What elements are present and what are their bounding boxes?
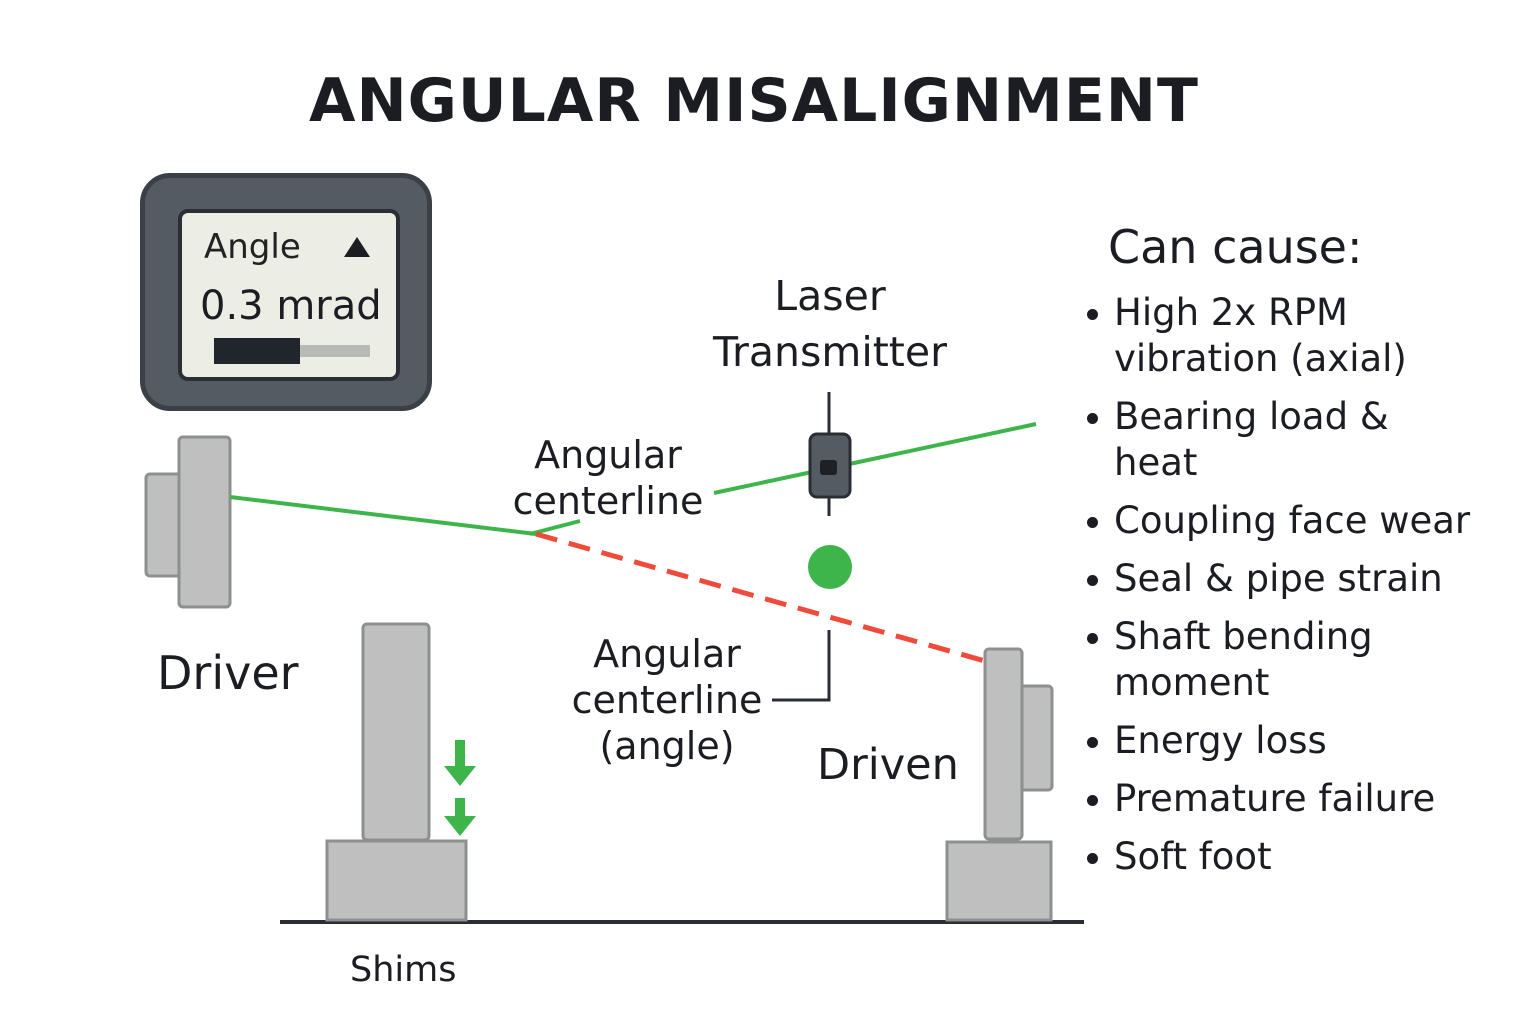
label-line: centerline xyxy=(571,678,763,722)
angle-leader-line xyxy=(772,630,831,702)
cause-text: High 2x RPM xyxy=(1114,291,1348,334)
label-line: Laser xyxy=(774,272,886,320)
cause-item: Coupling face wear xyxy=(1085,498,1470,544)
driven-label: Driven xyxy=(817,740,959,790)
cause-item: Bearing load &heat xyxy=(1085,394,1470,486)
shim-support xyxy=(325,622,468,922)
label-line: (angle) xyxy=(599,724,735,768)
cause-text: Seal & pipe strain xyxy=(1114,557,1443,600)
cause-text: Premature failure xyxy=(1114,777,1436,820)
laser-beam-right xyxy=(713,422,1037,495)
driver-label: Driver xyxy=(157,646,299,700)
display-screen: Angle 0.3 mrad xyxy=(178,209,400,381)
display-label: Angle xyxy=(204,227,301,267)
cause-item: Premature failure xyxy=(1085,776,1470,822)
misalignment-dashed-line xyxy=(535,531,986,664)
alignment-display-unit: Angle 0.3 mrad xyxy=(140,173,432,411)
page-title: ANGULAR MISALIGNMENT xyxy=(309,66,1199,136)
driver-coupling-face xyxy=(177,435,232,609)
cause-text: Soft foot xyxy=(1114,835,1272,878)
triangle-up-icon xyxy=(344,237,370,257)
laser-transmitter-label: Laser Transmitter xyxy=(690,268,970,380)
cause-text: Coupling face wear xyxy=(1114,499,1471,542)
cause-item: Energy loss xyxy=(1085,718,1470,764)
level-meter xyxy=(214,338,370,364)
causes-heading: Can cause: xyxy=(1108,220,1363,274)
cause-text: Bearing load & xyxy=(1114,395,1389,438)
angular-centerline-angle-label: Angular centerline (angle) xyxy=(565,631,769,769)
level-meter-fill xyxy=(214,338,300,364)
arrow-down-icon xyxy=(444,740,476,786)
laser-beam-short xyxy=(529,519,581,536)
shim-base-block xyxy=(325,839,468,922)
label-line: Transmitter xyxy=(713,328,947,376)
arrow-down-icon xyxy=(444,798,476,836)
driven-base-block xyxy=(945,840,1053,922)
shims-label: Shims xyxy=(350,950,457,990)
cause-text: Shaft bending xyxy=(1114,615,1373,658)
label-line: Angular xyxy=(593,632,741,676)
cause-text: moment xyxy=(1114,661,1270,704)
laser-transmitter xyxy=(808,392,852,516)
label-line: Angular xyxy=(534,433,682,477)
shim-down-arrows xyxy=(444,740,476,836)
transmitter-lens xyxy=(820,460,837,475)
angular-centerline-label: Angular centerline xyxy=(506,432,710,524)
driven-machine xyxy=(945,647,1054,922)
driver-machine xyxy=(144,435,232,609)
cause-item: Seal & pipe strain xyxy=(1085,556,1470,602)
shim-post xyxy=(361,622,431,842)
label-line: centerline xyxy=(512,479,704,523)
cause-text: vibration (axial) xyxy=(1114,337,1407,380)
cause-text: Energy loss xyxy=(1114,719,1327,762)
laser-dot xyxy=(808,545,852,589)
display-value: 0.3 mrad xyxy=(200,283,382,329)
driven-coupling-face xyxy=(983,647,1024,841)
laser-beam-left xyxy=(229,495,537,536)
cause-item: Soft foot xyxy=(1085,834,1470,880)
cause-text: heat xyxy=(1114,441,1198,484)
